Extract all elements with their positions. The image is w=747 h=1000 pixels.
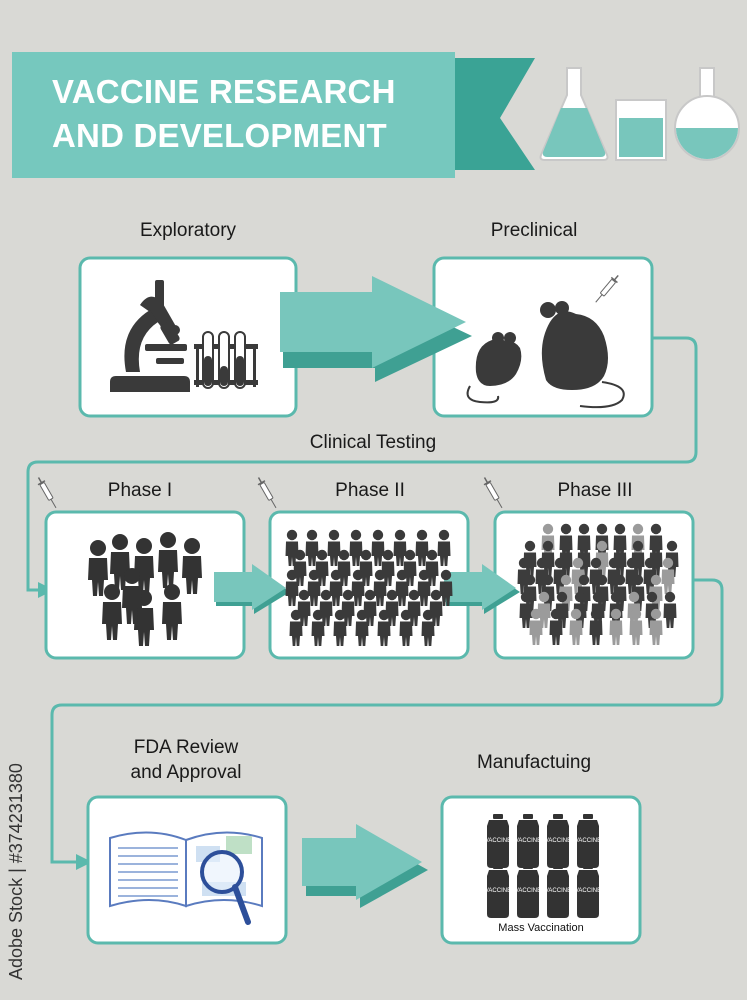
arrow-fda-manufacturing (302, 824, 428, 908)
label-fda-line-2: and Approval (130, 762, 242, 783)
exploratory-box (78, 256, 298, 418)
stock-watermark: Adobe Stock | #374231380 (6, 763, 26, 980)
arrow-exploratory-preclinical (280, 276, 472, 382)
magnifier-icon (200, 850, 251, 925)
test-tubes-icon (194, 331, 258, 389)
label-fda-line-1: FDA Review (133, 737, 239, 758)
vial-label: VACCINE (544, 838, 572, 844)
label-exploratory: Exploratory (139, 220, 237, 241)
arrowhead-fda (76, 854, 92, 870)
label-mass-vaccination: Mass Vaccination (498, 922, 584, 934)
arrow-phase1-phase2 (214, 564, 290, 614)
flasks-icon (539, 67, 740, 161)
process-connectors (26, 336, 724, 864)
vial-label: VACCINE (514, 838, 542, 844)
label-phase3: Phase III (557, 480, 633, 501)
page-title: VACCINE RESEARCH AND DEVELOPMENT (52, 70, 442, 158)
title-line-1: VACCINE RESEARCH (52, 73, 396, 110)
book-icon (109, 831, 263, 908)
vial-label: VACCINE (574, 888, 602, 894)
label-fda: FDA Review and Approval (86, 735, 286, 785)
label-manufacturing: Manufactuing (476, 752, 592, 773)
label-preclinical: Preclinical (490, 220, 578, 241)
vial-label: VACCINE (544, 888, 572, 894)
mice-icon (466, 301, 625, 409)
vial-label: VACCINE (484, 838, 512, 844)
label-clinical-testing: Clinical Testing (309, 432, 437, 453)
vial-label: VACCINE (484, 888, 512, 894)
label-phase2: Phase II (335, 480, 405, 501)
vial-label: VACCINE (514, 888, 542, 894)
microscope-icon (110, 280, 190, 392)
vial-label: VACCINE (574, 838, 602, 844)
label-phase1: Phase I (107, 480, 173, 501)
title-banner (12, 52, 535, 178)
title-line-2: AND DEVELOPMENT (52, 117, 387, 154)
arrow-phase2-phase3 (444, 564, 520, 614)
